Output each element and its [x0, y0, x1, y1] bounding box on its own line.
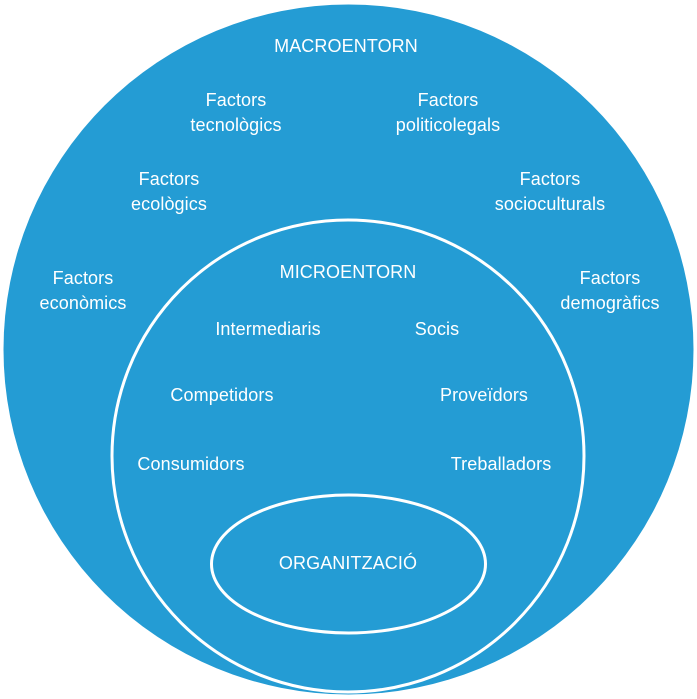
organitzacio-title: ORGANITZACIÓ — [278, 553, 418, 573]
factor-line2: politicolegals — [395, 115, 501, 135]
factor-economics: Factors econòmics — [40, 266, 127, 316]
factor-ecologics: Factors ecològics — [131, 167, 207, 217]
factor-line2: tecnològics — [190, 115, 282, 135]
micro-item-consumidors: Consumidors — [137, 454, 245, 474]
factor-line1: Factors — [417, 90, 479, 110]
micro-item-proveidors: Proveïdors — [439, 385, 529, 405]
micro-item-intermediaris: Intermediaris — [215, 319, 321, 339]
factor-line1: Factors — [579, 268, 641, 288]
factor-socioculturals: Factors socioculturals — [495, 167, 605, 217]
microentorn-title: MICROENTORN — [279, 262, 417, 282]
factor-demografics: Factors demogràfics — [560, 266, 659, 316]
micro-item-competidors: Competidors — [170, 385, 274, 405]
factor-line1: Factors — [205, 90, 267, 110]
factor-line2: econòmics — [39, 293, 127, 313]
micro-item-socis: Socis — [414, 319, 460, 339]
micro-item-treballadors: Treballadors — [450, 454, 552, 474]
factor-line2: ecològics — [131, 194, 207, 214]
factor-line2: demogràfics — [560, 293, 660, 313]
macroentorn-title: MACROENTORN — [274, 36, 418, 56]
organitzacio-ellipse — [210, 493, 487, 635]
factor-politicolegals: Factors politicolegals — [396, 88, 500, 138]
macroentorn-circle — [3, 4, 694, 695]
factor-line2: socioculturals — [494, 194, 606, 214]
factor-tecnologics: Factors tecnològics — [190, 88, 281, 138]
microentorn-circle — [110, 218, 586, 694]
factor-line1: Factors — [52, 268, 114, 288]
factor-line1: Factors — [519, 169, 581, 189]
factor-line1: Factors — [138, 169, 200, 189]
